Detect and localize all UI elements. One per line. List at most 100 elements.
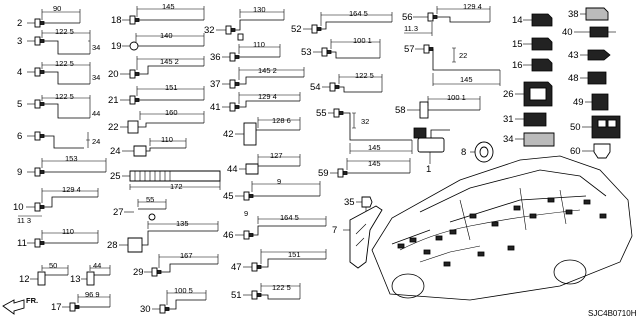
callout-48: 48: [568, 73, 579, 84]
part-14[interactable]: 14: [512, 13, 553, 27]
callout-21: 21: [108, 95, 119, 106]
dim-5-length: 122 5: [55, 92, 74, 101]
part-6[interactable]: 6 24: [17, 131, 100, 149]
part-53[interactable]: 53 100 1: [301, 36, 381, 59]
callout-25: 25: [110, 171, 121, 182]
callout-57: 57: [404, 44, 415, 55]
part-10[interactable]: 10 129 4 11 3: [13, 185, 99, 225]
part-19[interactable]: 19 140: [111, 31, 205, 52]
part-49[interactable]: 49: [573, 93, 609, 111]
callout-49: 49: [573, 97, 584, 108]
part-40[interactable]: 40: [562, 26, 616, 38]
part-41[interactable]: 41 129 4: [210, 92, 301, 113]
part-52[interactable]: 52 164 5: [291, 9, 393, 35]
dim-56-length: 129 4: [463, 2, 482, 11]
dim-28-length: 167: [180, 251, 193, 260]
part-11[interactable]: 11 110: [17, 227, 99, 249]
part-50[interactable]: 50: [570, 115, 621, 139]
part-24[interactable]: 24 110: [110, 135, 187, 157]
part-3[interactable]: 3 122 5 34: [17, 27, 100, 55]
callout-8: 8: [461, 147, 466, 158]
part-28[interactable]: 29 167: [133, 251, 219, 278]
callout-46: 46: [223, 230, 234, 241]
part-55[interactable]: 55 32 145: [316, 108, 413, 154]
callout-6: 6: [17, 131, 22, 142]
part-16[interactable]: 16: [512, 58, 553, 72]
callout-35: 35: [344, 197, 355, 208]
callout-19: 19: [111, 41, 122, 52]
callout-41: 41: [210, 102, 221, 113]
part-43[interactable]: 43: [568, 49, 611, 61]
dim-51-length: 122 5: [272, 283, 291, 292]
part-4[interactable]: 4 122 5 34: [17, 59, 100, 85]
callout-45: 45: [223, 191, 234, 202]
dim-5-offset: 44: [92, 109, 100, 118]
part-20[interactable]: 20 145 2: [108, 56, 205, 80]
part-30[interactable]: 30 100 5: [140, 286, 207, 315]
part-2[interactable]: 2 90: [17, 4, 81, 29]
part-58[interactable]: 58 100 1: [395, 93, 481, 119]
dim-11-length: 110: [62, 227, 74, 236]
part-54[interactable]: 54 122 5: [310, 71, 383, 93]
dim-57-offset: 22: [459, 51, 467, 60]
vehicle-harness-illustration: [371, 155, 633, 301]
part-18[interactable]: 18 145: [111, 2, 205, 26]
part-32[interactable]: 32 130: [204, 5, 285, 41]
part-38[interactable]: 38: [568, 7, 609, 21]
part-26[interactable]: 26: [503, 81, 553, 107]
callout-28: 29: [133, 267, 144, 278]
part-13[interactable]: 13 44: [70, 261, 111, 286]
part-47[interactable]: 47 151: [231, 249, 327, 273]
callout-2: 2: [17, 18, 22, 29]
part-8[interactable]: 8: [461, 141, 494, 163]
part-59[interactable]: 59 145: [318, 158, 411, 179]
dim-3-offset: 34: [92, 43, 100, 52]
part-46[interactable]: 46 9 164 5: [223, 209, 327, 241]
part-36[interactable]: 36 110: [210, 40, 281, 63]
dim-9-length: 153: [65, 154, 78, 163]
dim-30-length: 100 5: [174, 286, 193, 295]
front-direction-arrow: FR.: [2, 296, 38, 315]
callout-15: 15: [512, 39, 523, 50]
part-34[interactable]: 34: [503, 132, 555, 147]
part-27[interactable]: 27 55: [113, 195, 167, 221]
part-48[interactable]: 48: [568, 71, 607, 85]
callout-16: 16: [512, 60, 523, 71]
dim-44-length: 127: [270, 151, 283, 160]
dim-32-length: 130: [253, 5, 266, 14]
callout-40: 40: [562, 27, 573, 38]
part-12[interactable]: 12 50: [19, 261, 69, 286]
part-42[interactable]: 42 128 6: [223, 116, 301, 146]
callout-17: 17: [51, 302, 62, 313]
part-35[interactable]: 35: [344, 196, 373, 213]
callout-22: 22: [108, 122, 119, 133]
part-5[interactable]: 5 122 5 44: [17, 92, 100, 119]
part-9[interactable]: 9 153: [17, 154, 107, 178]
part-51[interactable]: 51 122 5: [231, 283, 301, 301]
part-60[interactable]: 60: [570, 143, 611, 159]
diagram-code: SJC4B0710H: [588, 309, 637, 318]
part-17[interactable]: 17 96 9: [51, 290, 111, 313]
part-7[interactable]: 7: [332, 205, 383, 269]
part-45[interactable]: 45 9: [223, 177, 321, 202]
part-25[interactable]: 25 172: [110, 170, 221, 191]
part-37[interactable]: 37 145 2: [210, 66, 305, 90]
callout-5: 5: [17, 99, 22, 110]
part-15[interactable]: 15: [512, 37, 553, 51]
part-22[interactable]: 22 160: [108, 108, 205, 134]
part-44[interactable]: 44 127: [227, 151, 301, 175]
part-21[interactable]: 21 151: [108, 83, 205, 106]
callout-10: 10: [13, 202, 24, 213]
callout-14: 14: [512, 15, 523, 26]
callout-11: 11: [17, 238, 27, 249]
part-56[interactable]: 56 129 4 11.3: [402, 2, 491, 36]
part-29[interactable]: 28 135: [107, 219, 219, 253]
part-1[interactable]: 1: [413, 127, 450, 175]
part-57[interactable]: 57 22 145: [404, 44, 501, 86]
callout-18: 18: [111, 15, 122, 26]
callout-38: 38: [568, 9, 579, 20]
part-31[interactable]: 31: [503, 112, 547, 127]
dim-4-offset: 34: [92, 73, 100, 82]
callout-58: 58: [395, 105, 406, 116]
dim-19-length: 140: [160, 31, 173, 40]
